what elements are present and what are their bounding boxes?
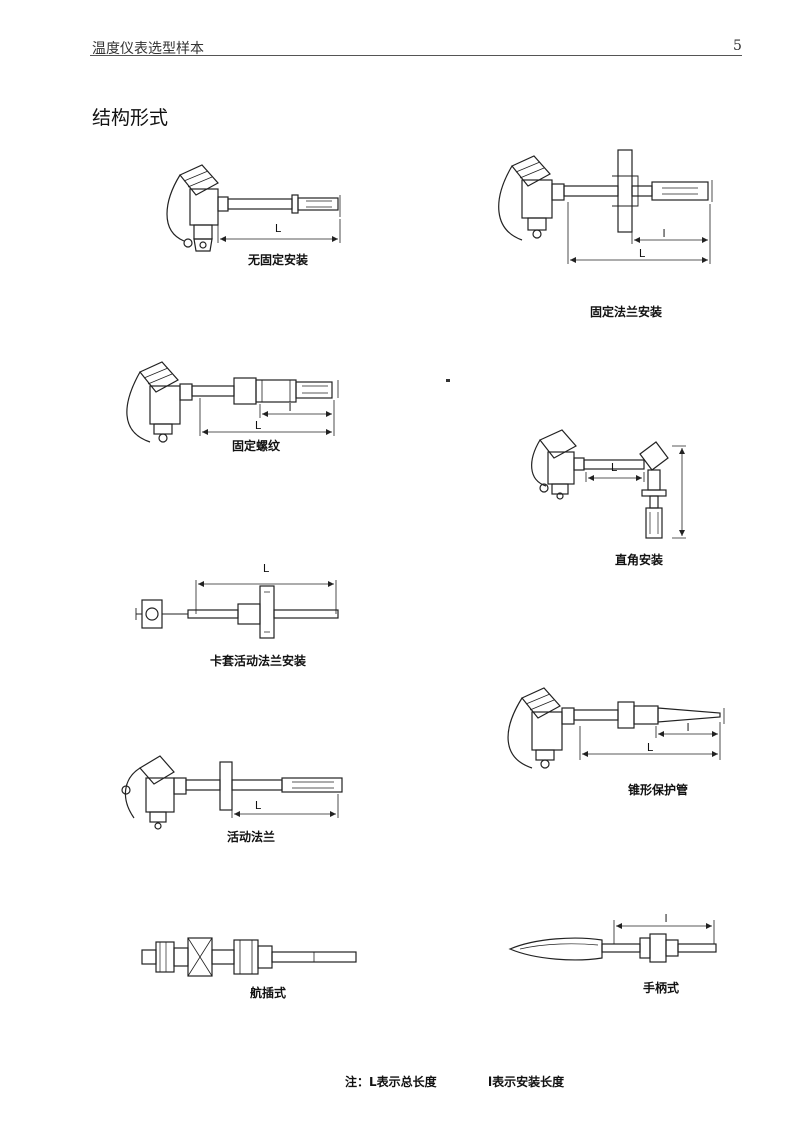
figure-loose-flange-caption: 活动法兰 [227, 830, 276, 844]
figure-right-angle-mount-dim-total: L [611, 461, 618, 474]
figure-fixed-flange-mount-dim-total: L [639, 247, 646, 260]
figure-tapered-protection-tube-drawing: l L [507, 687, 725, 769]
figure-tapered-protection-tube-dim-install: l [686, 721, 689, 734]
footnote-install-length: l表示安装长度 [488, 1075, 565, 1089]
figure-aviation-plug: 航插式 [138, 928, 364, 1006]
figure-no-fixed-mount-caption: 无固定安装 [248, 253, 309, 267]
figure-loose-flange-drawing: L [121, 755, 343, 830]
figure-handle-type-drawing: l [508, 912, 717, 963]
figure-fixed-flange-mount-drawing: l L [498, 149, 713, 264]
figure-fixed-thread-drawing: l L [126, 361, 339, 443]
footnote-total-length: 注：L表示总长度 [345, 1075, 437, 1089]
figure-no-fixed-mount-drawing: L [166, 164, 341, 252]
figure-aviation-plug-drawing [141, 937, 357, 977]
page-number: 5 [733, 38, 742, 54]
figure-tapered-protection-tube: l L 锥形保护管 [494, 684, 734, 799]
figure-ferrule-loose-flange-mount-dim-total: L [263, 562, 270, 575]
figure-no-fixed-mount-dim-total: L [275, 222, 282, 235]
figure-tapered-protection-tube-caption: 锥形保护管 [628, 783, 689, 797]
figure-fixed-thread-caption: 固定螺纹 [232, 439, 281, 453]
figure-fixed-thread-dim-total: L [255, 419, 262, 432]
figure-fixed-thread-dim-install: l [288, 401, 291, 414]
figure-fixed-thread: l L 固定螺纹 [120, 358, 350, 458]
figure-no-fixed-mount: L 无固定安装 [150, 164, 360, 267]
figure-handle-type-dim-install: l [664, 912, 667, 925]
header-title: 温度仪表选型样本 [92, 41, 204, 57]
scan-speck [446, 379, 450, 382]
figure-tapered-protection-tube-dim-total: L [647, 741, 654, 754]
header-rule [90, 55, 742, 56]
figure-fixed-flange-mount-caption: 固定法兰安装 [590, 305, 663, 319]
figure-right-angle-mount-drawing: L [531, 429, 686, 539]
figure-handle-type: l 手柄式 [506, 912, 722, 998]
figure-loose-flange-dim-total: L [255, 799, 262, 812]
section-title: 结构形式 [92, 107, 169, 129]
figure-ferrule-loose-flange-mount: L 卡套活动法兰安装 [128, 558, 348, 673]
figure-fixed-flange-mount-dim-install: l [662, 227, 665, 240]
figure-fixed-flange-mount: l L 固定法兰安装 [482, 140, 722, 320]
figure-handle-type-caption: 手柄式 [643, 981, 680, 995]
figure-aviation-plug-caption: 航插式 [250, 986, 287, 1000]
figure-right-angle-mount: L 直角安装 [528, 420, 708, 570]
figure-ferrule-loose-flange-mount-caption: 卡套活动法兰安装 [210, 654, 307, 668]
figure-right-angle-mount-caption: 直角安装 [615, 553, 664, 567]
figure-loose-flange: L 活动法兰 [112, 748, 352, 848]
figure-ferrule-loose-flange-mount-drawing: L [135, 562, 339, 639]
